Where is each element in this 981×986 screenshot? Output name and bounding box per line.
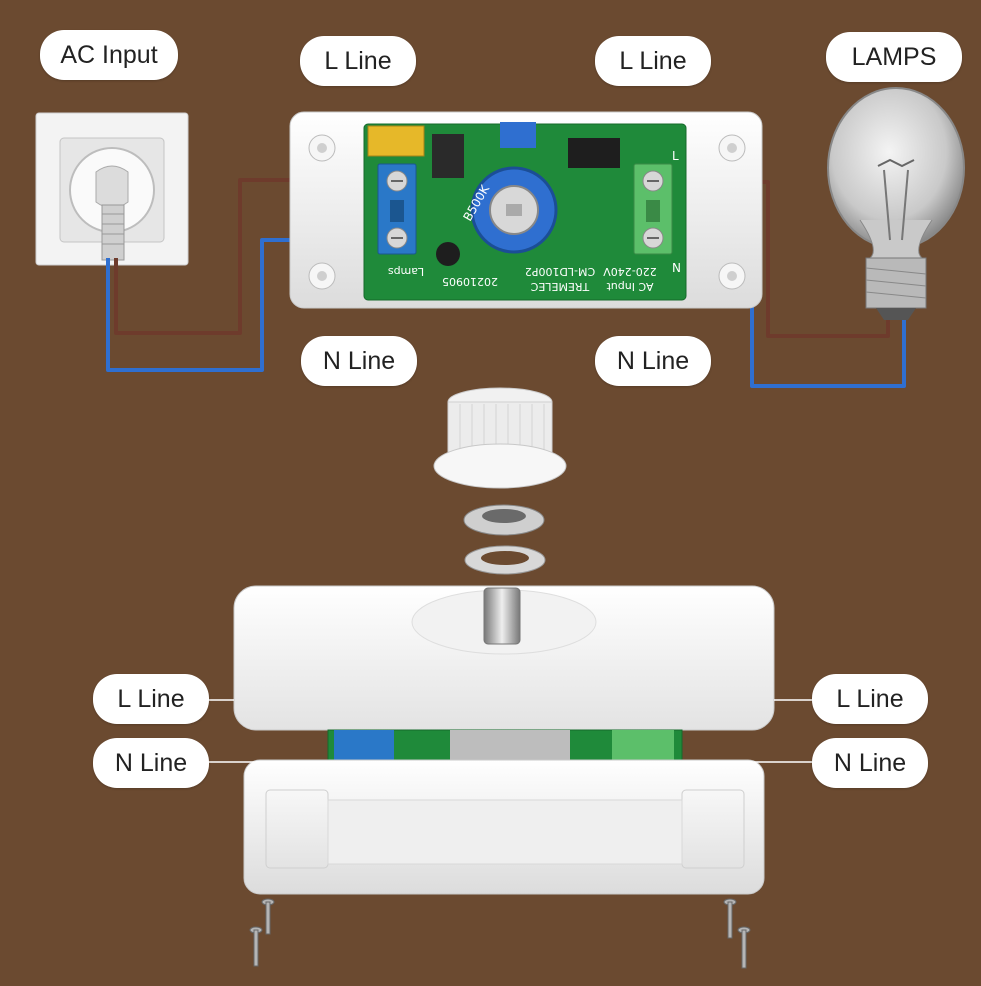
potentiometer-shaft [483,587,521,645]
board-text-lamps: Lamps [388,265,425,278]
board-text-voltage: 220-240V [603,265,657,278]
board-text-n: N [672,261,681,275]
board-text-date: 20210905 [442,275,498,288]
label-n-line-lower-right: N Line [812,738,928,788]
board-text-input: AC Input [606,280,654,293]
housing-lid [233,585,775,731]
screw [249,926,263,967]
screw [723,898,737,939]
capacitor [367,125,425,157]
label-n-line-mid-right: N Line [595,336,711,386]
screw [737,926,751,969]
label-n-line-mid-left: N Line [301,336,417,386]
label-n-line-lower-left: N Line [93,738,209,788]
screw [261,898,275,935]
label-lamps: LAMPS [826,32,962,82]
label-l-line-top-left: L Line [300,36,416,86]
ic-chip [568,138,620,168]
hex-nut [463,504,545,536]
board-text-brand: TREMELEC [530,280,590,293]
trimmer [500,122,536,148]
triac [432,134,464,178]
washer [464,545,546,575]
housing-base [243,759,765,895]
pcb-board: B500K 20210905 CM-LD100P2 TREMELEC 220-2… [363,122,687,301]
label-ac-input: AC Input [40,30,178,80]
dimmer-knob [433,387,567,489]
leader-lines [208,699,812,763]
board-text-model: CM-LD100P2 [525,265,595,278]
label-l-line-lower-right: L Line [812,674,928,724]
label-l-line-lower-left: L Line [93,674,209,724]
board-text-l: L [672,149,679,163]
wall-socket [35,112,189,266]
mounting-screws [249,898,751,969]
label-l-line-top-right: L Line [595,36,711,86]
lamp-bulb [827,87,965,320]
